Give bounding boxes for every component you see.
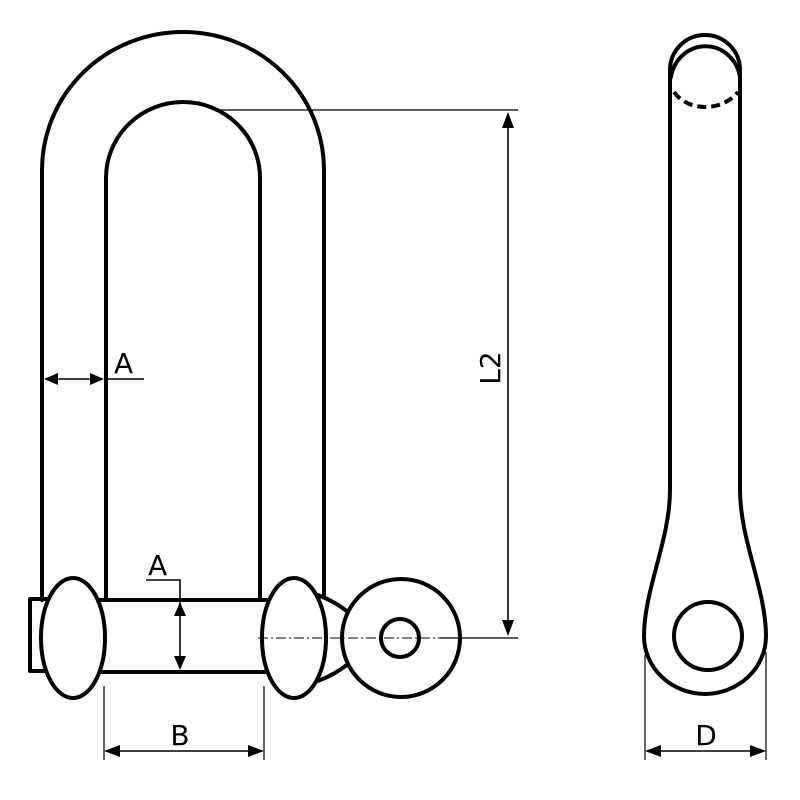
side-view-top-ring-hidden [672,90,740,109]
dimension-l2-arrow-bottom [502,620,514,636]
dimension-a-side-arrow-left [44,373,58,385]
shackle-side-view [642,33,768,696]
side-view-top-ring-upper [669,44,742,79]
dimension-a-pin-arrow-bottom [174,656,186,670]
shackle-front-view [28,30,470,700]
left-leg-eye [39,576,107,700]
dimension-b: B [103,686,265,760]
dimension-a-side: A [44,347,144,385]
dimension-d-label: D [695,719,717,752]
side-view-body-outline [642,33,768,696]
dimension-b-arrow-right [248,745,264,757]
dimension-d-arrow-right [750,745,766,757]
dimension-l2-arrow-top [502,112,514,128]
dimension-a-side-arrow-right [90,373,104,385]
shackle-bow-inner-contour [104,100,262,602]
dimension-d-arrow-left [645,745,661,757]
side-view-pin-hole [672,600,744,672]
dimension-l2: L2 [215,109,518,639]
dimension-b-label: B [170,719,189,752]
shackle-bow-outer-contour [40,30,326,602]
dimension-a-pin: A [146,549,186,670]
dimension-a-pin-arrow-top [174,602,186,616]
dimension-a-pin-leader [146,579,181,604]
dimension-l2-label: L2 [474,351,507,384]
dimension-a-pin-label: A [148,549,167,582]
dimension-a-side-label: A [114,347,133,380]
pin-end-stub [28,597,56,673]
dimension-d: D [644,652,767,760]
dimension-b-arrow-left [104,745,120,757]
